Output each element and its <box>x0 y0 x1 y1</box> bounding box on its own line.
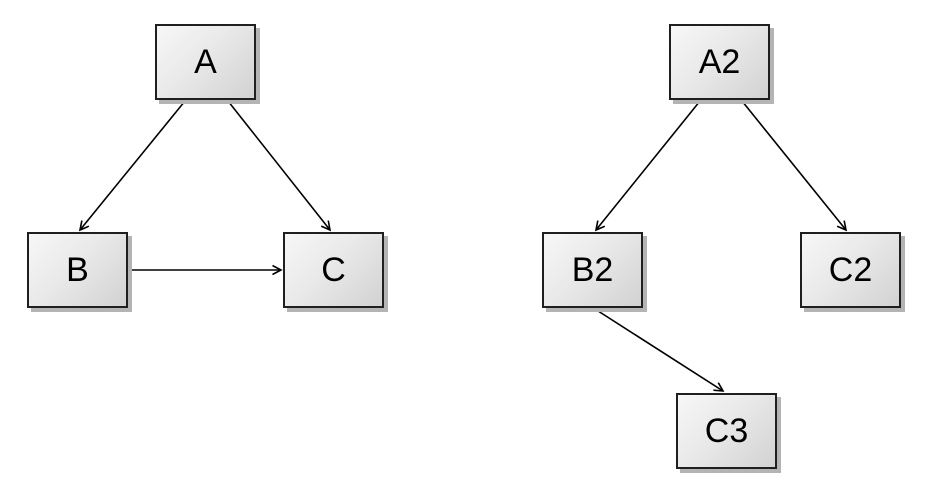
edge-B2-to-C3 <box>594 308 723 391</box>
edge-A2-to-B2 <box>596 100 701 230</box>
edge-A2-to-C2 <box>741 100 846 230</box>
node-C2[interactable]: C2 <box>800 232 901 308</box>
node-C3-label: C3 <box>704 412 749 450</box>
node-A2[interactable]: A2 <box>669 24 770 100</box>
node-C[interactable]: C <box>283 232 384 308</box>
edge-A-to-C <box>227 100 330 230</box>
node-B2[interactable]: B2 <box>542 232 643 308</box>
node-B-label: B <box>66 251 89 289</box>
node-C-label: C <box>321 251 346 289</box>
node-B[interactable]: B <box>27 232 128 308</box>
node-A-label: A <box>194 43 217 81</box>
node-C2-label: C2 <box>828 251 873 289</box>
node-A2-label: A2 <box>698 43 741 81</box>
node-B2-label: B2 <box>571 251 614 289</box>
node-C3[interactable]: C3 <box>676 393 777 469</box>
edge-A-to-B <box>80 100 186 230</box>
node-A[interactable]: A <box>155 24 256 100</box>
